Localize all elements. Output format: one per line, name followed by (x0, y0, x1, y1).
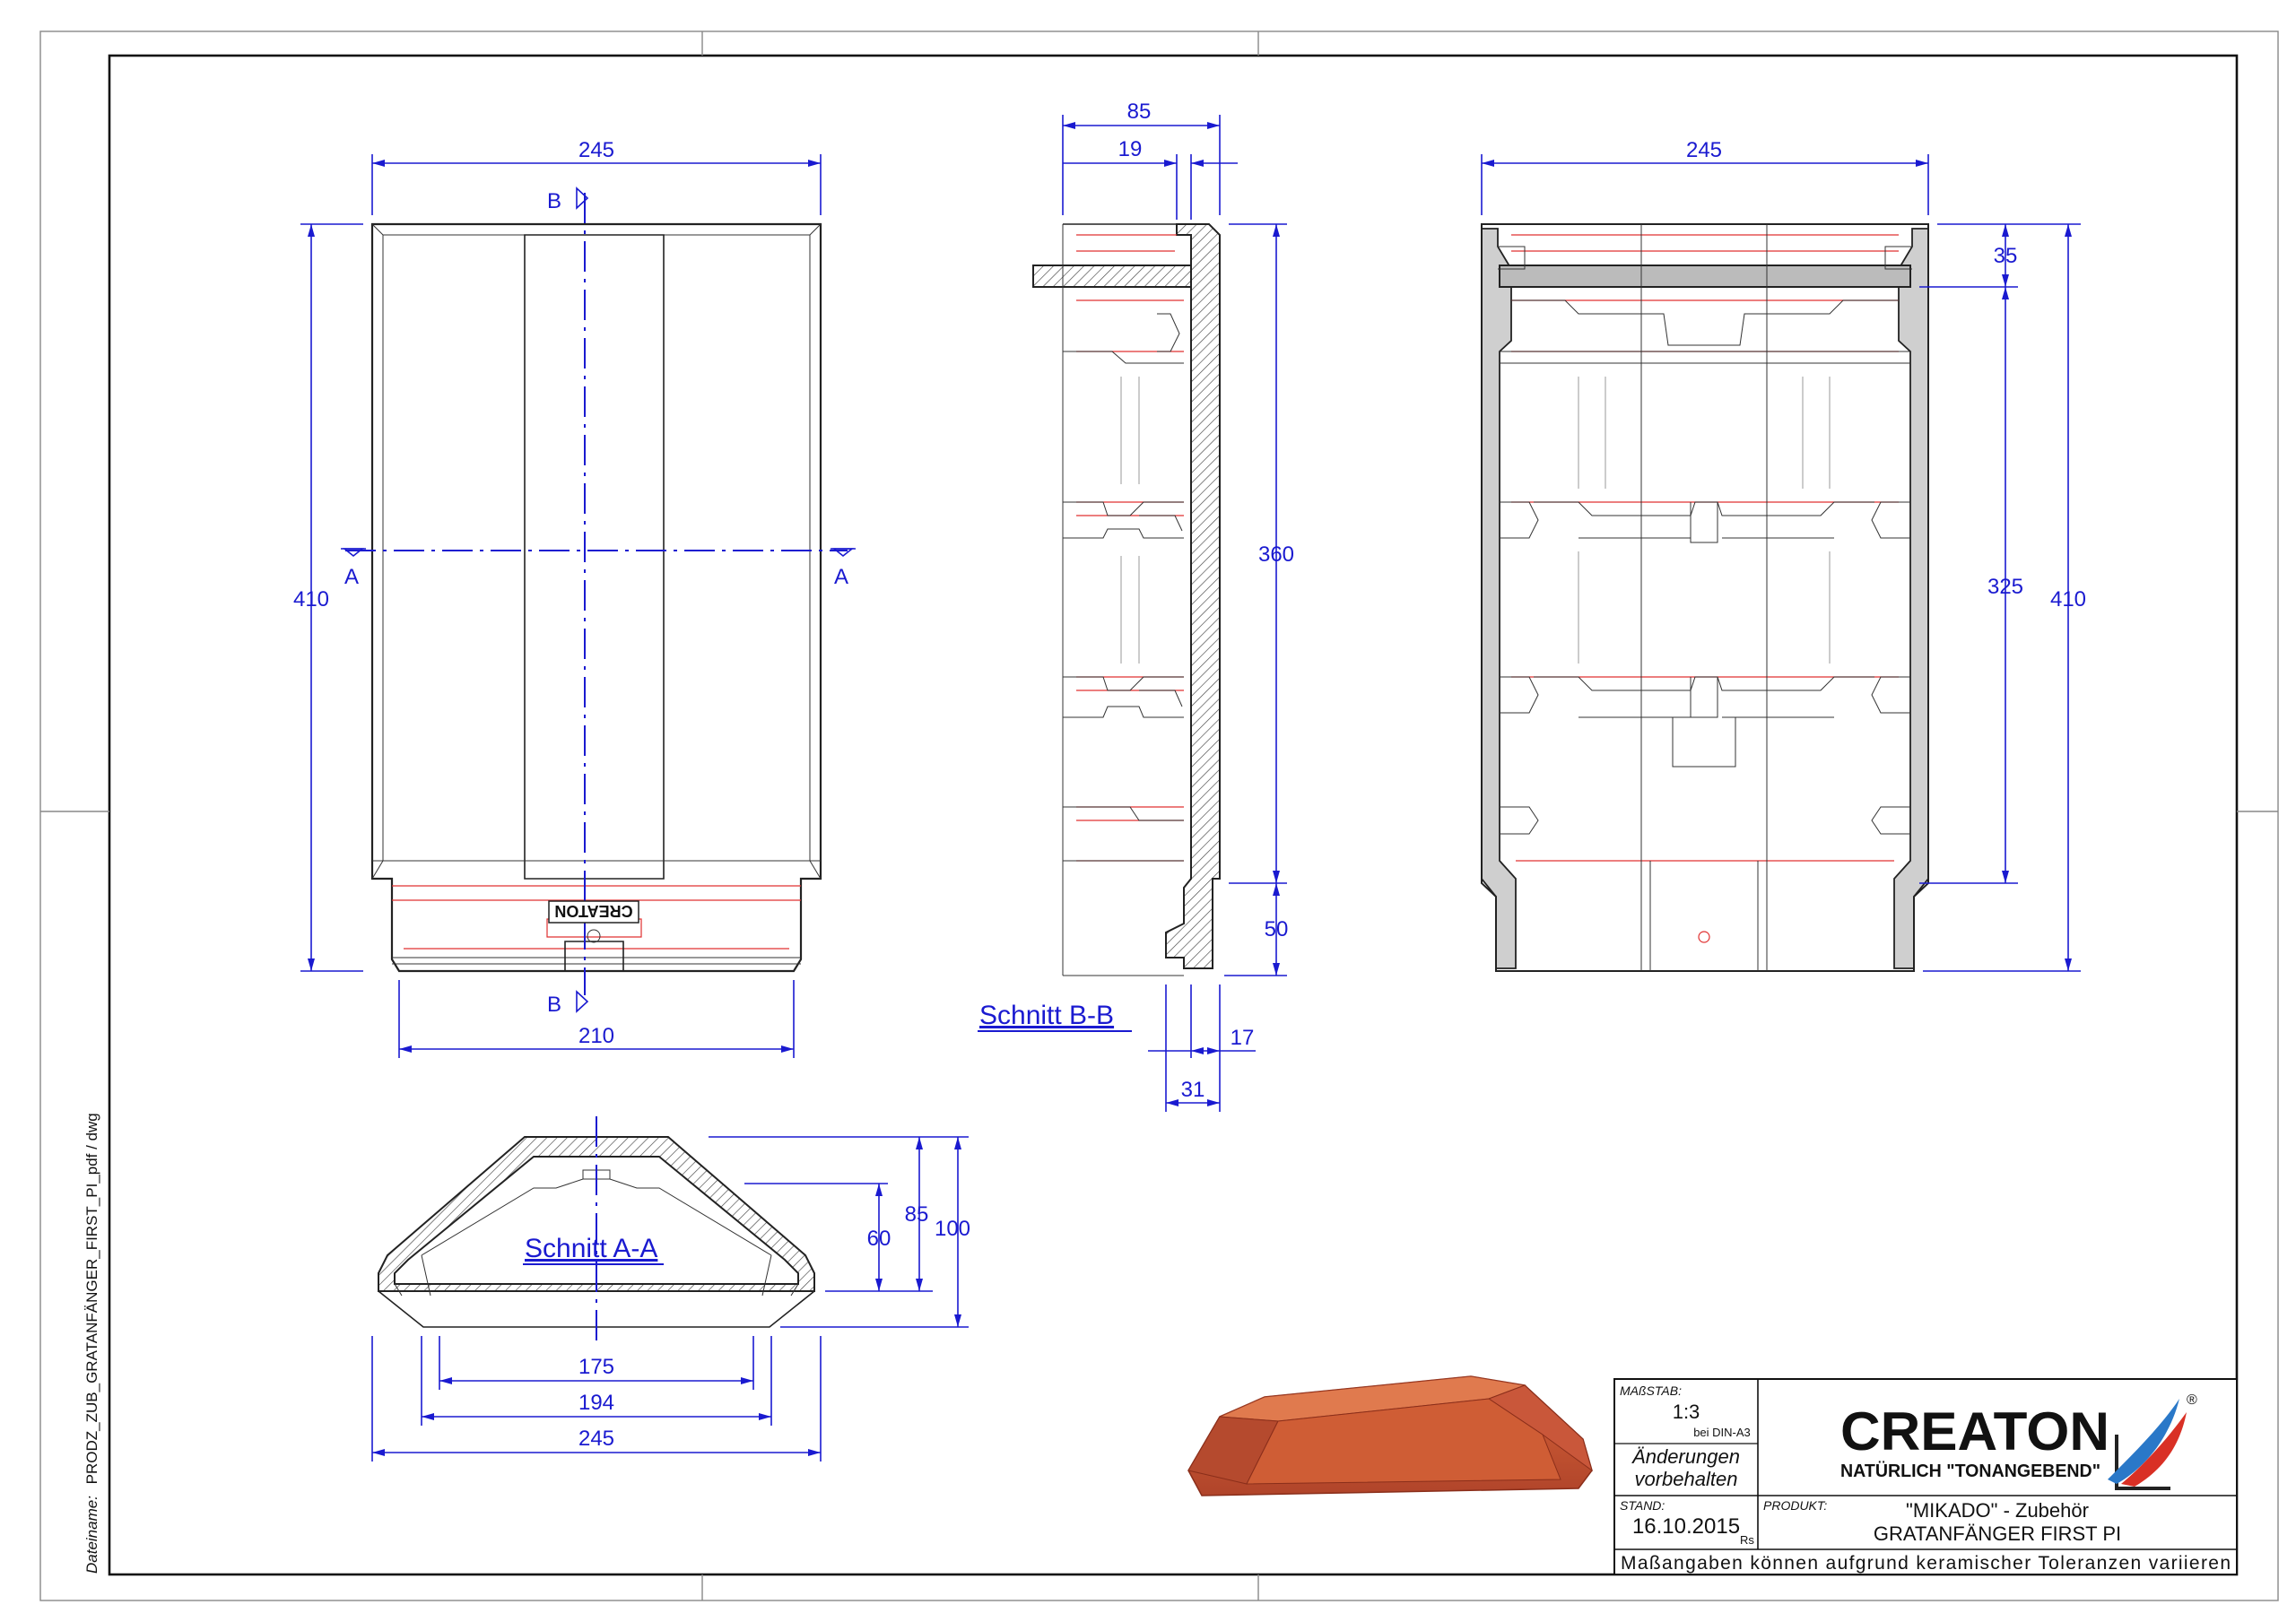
product-line-2: GRATANFÄNGER FIRST PI (1874, 1522, 2121, 1545)
side-dimensions (1062, 115, 1287, 1112)
dim-back-410: 410 (2050, 587, 2086, 612)
section-a-dimensions (371, 1136, 969, 1462)
dim-section-194: 194 (578, 1391, 614, 1415)
scale-note: bei DIN-A3 (1693, 1426, 1751, 1439)
label-schnitt-a-a: Schnitt A-A (525, 1234, 657, 1263)
dim-back-35: 35 (1994, 244, 2018, 268)
product-illustration (1187, 1375, 1593, 1496)
creaton-slogan: NATÜRLICH "TONANGEBEND" (1840, 1461, 2100, 1481)
label-schnitt-b-b: Schnitt B-B (979, 1001, 1114, 1030)
dim-side-17: 17 (1231, 1026, 1255, 1050)
dim-front-width-top: 245 (578, 138, 614, 162)
dim-section-245: 245 (578, 1427, 614, 1451)
side-view (1032, 223, 1221, 976)
dim-side-360: 360 (1258, 542, 1294, 567)
dim-back-width: 245 (1686, 138, 1722, 162)
dim-side-19: 19 (1118, 137, 1143, 161)
changes-line-2: vorbehalten (1635, 1468, 1738, 1490)
back-dimensions (1481, 154, 2081, 972)
creaton-logo-wordmark: CREATON (1840, 1401, 2109, 1462)
filename: Dateiname: PRODZ_ZUB_GRATANFÄNGER_FIRST_… (83, 1113, 100, 1574)
dim-side-31: 31 (1181, 1078, 1205, 1102)
scale-label: MAßSTAB: (1620, 1383, 1682, 1398)
changes-line-1: Änderungen (1631, 1445, 1740, 1468)
dim-section-100: 100 (935, 1217, 970, 1241)
date-value: 16.10.2015 (1632, 1514, 1740, 1539)
creaton-stamp: CREATON (554, 902, 632, 920)
svg-text:A: A (344, 565, 359, 589)
dim-side-85: 85 (1127, 100, 1152, 124)
date-suffix: Rs (1740, 1533, 1754, 1547)
dim-back-325: 325 (1987, 575, 2023, 599)
dim-side-50: 50 (1265, 917, 1289, 941)
date-label: STAND: (1620, 1498, 1665, 1513)
front-view (345, 193, 848, 995)
creaton-logo-mark (2108, 1399, 2187, 1490)
dim-section-175: 175 (578, 1355, 614, 1379)
section-marker-b-bottom: B (547, 990, 589, 1017)
section-a-view (378, 1116, 815, 1345)
scale-value: 1:3 (1673, 1401, 1700, 1423)
section-marker-a-right: A (831, 548, 856, 589)
dim-section-60: 60 (867, 1227, 891, 1251)
svg-text:A: A (834, 565, 848, 589)
front-dimensions (300, 154, 822, 1058)
section-marker-b-top: B (547, 186, 589, 213)
product-label: PRODUKT: (1763, 1498, 1827, 1513)
back-view (1481, 223, 1929, 972)
product-line-1: "MIKADO" - Zubehör (1906, 1499, 2089, 1522)
svg-text:B: B (547, 189, 561, 213)
svg-text:B: B (547, 993, 561, 1017)
dim-section-85: 85 (905, 1202, 929, 1227)
drawing-frame (39, 30, 2279, 1601)
dim-front-width-bottom: 210 (578, 1024, 614, 1048)
dim-front-height: 410 (293, 587, 329, 612)
registered-mark: ® (2187, 1392, 2197, 1408)
section-marker-a-left: A (341, 548, 366, 589)
